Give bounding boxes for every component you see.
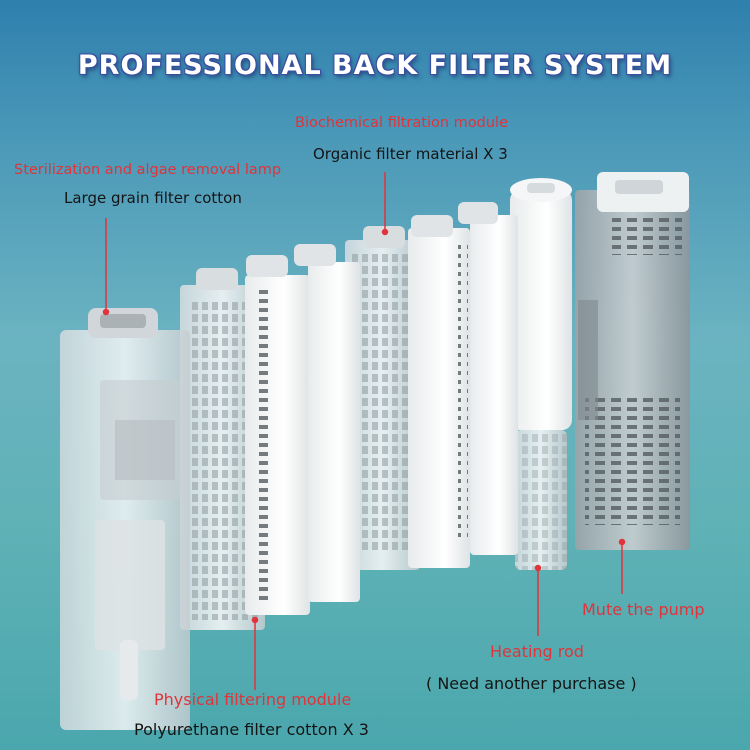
physical-module-3	[294, 244, 360, 602]
physical-module-label: Physical filtering module	[154, 690, 352, 709]
heating-rod-label: Heating rod	[490, 642, 584, 661]
physical-module-detail: Polyurethane filter cotton X 3	[134, 720, 369, 739]
pump-label: Mute the pump	[582, 600, 705, 619]
pump-module	[575, 172, 690, 550]
biochemical-module-detail: Organic filter material X 3	[313, 145, 508, 163]
callout-lines	[102, 172, 626, 690]
physical-module-2	[245, 255, 310, 615]
heating-rod-detail: ( Need another purchase )	[426, 674, 637, 693]
headline-title: PROFESSIONAL BACK FILTER SYSTEM	[77, 50, 673, 81]
sterilization-lamp-label: Sterilization and algae removal lamp	[14, 162, 282, 178]
sterilization-lamp-detail: Large grain filter cotton	[64, 189, 242, 207]
biochemical-module-label: Biochemical filtration module	[295, 115, 508, 131]
heating-rod	[510, 178, 572, 570]
biochemical-module-1	[345, 226, 420, 570]
biochemical-module-2	[408, 215, 470, 568]
biochemical-module-3	[458, 202, 518, 555]
sterilization-lamp-module	[60, 308, 190, 730]
